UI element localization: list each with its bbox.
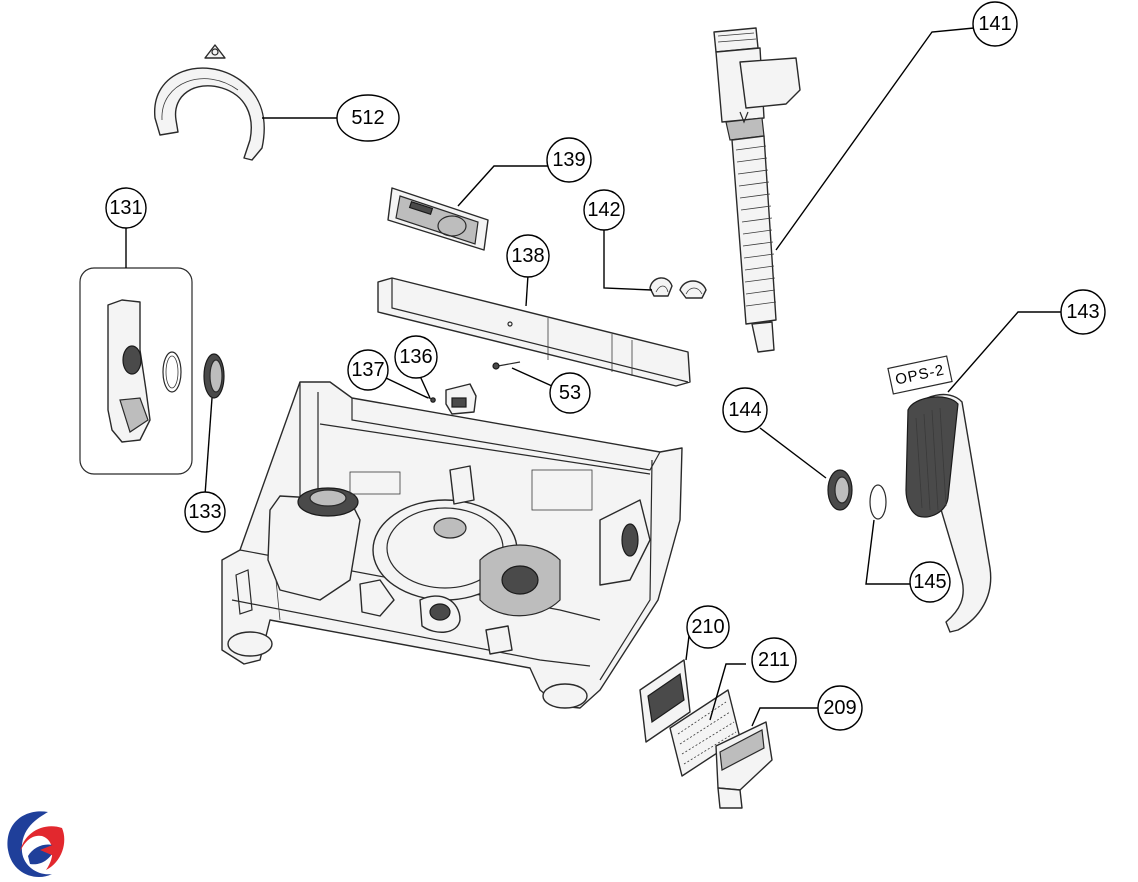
brand-logo	[7, 811, 65, 877]
callout-144: 144	[722, 387, 768, 433]
callout-53: 53	[549, 372, 591, 414]
part-133-seal	[203, 353, 225, 399]
callout-139-label: 139	[552, 149, 585, 171]
callout-133: 133	[184, 491, 226, 533]
callout-144-label: 144	[728, 399, 761, 421]
part-139-plate	[387, 187, 489, 251]
part-131-group	[79, 267, 193, 475]
part-53-screw	[492, 361, 521, 370]
callout-53-label: 53	[559, 382, 581, 404]
part-141-hose	[713, 27, 801, 353]
callout-131: 131	[105, 187, 147, 229]
callout-211: 211	[751, 637, 797, 683]
callout-142-label: 142	[587, 199, 620, 221]
part-143-panel: OPS-2	[887, 355, 992, 633]
callout-137: 137	[347, 349, 389, 391]
part-138-rail	[377, 277, 691, 387]
callout-138-label: 138	[511, 245, 544, 267]
callout-210-label: 210	[691, 616, 724, 638]
part-145-ring	[869, 484, 887, 520]
callout-137-label: 137	[351, 359, 384, 381]
callout-138: 138	[506, 234, 550, 278]
callout-211-label: 211	[758, 649, 790, 671]
callout-512-label: 512	[351, 107, 384, 129]
base-assembly	[221, 381, 683, 709]
callout-143-label: 143	[1066, 301, 1099, 323]
part-209-module	[715, 721, 773, 809]
leader-lines	[125, 27, 1062, 727]
callout-512: 512	[336, 94, 400, 142]
callout-133-label: 133	[188, 501, 221, 523]
part-144-seal	[827, 469, 853, 511]
callout-141: 141	[972, 1, 1018, 47]
callout-139: 139	[546, 137, 592, 183]
callout-131-label: 131	[109, 197, 142, 219]
callout-209: 209	[817, 685, 863, 731]
callout-210: 210	[686, 605, 730, 649]
callout-142: 142	[583, 189, 625, 231]
callout-143: 143	[1060, 289, 1106, 335]
part-210-bracket	[639, 659, 691, 743]
part-136-bracket	[445, 383, 477, 415]
callout-145: 145	[909, 561, 951, 603]
callout-136: 136	[394, 335, 438, 379]
callout-136-label: 136	[399, 346, 432, 368]
part-142-clips	[649, 277, 707, 299]
part-512-bracket	[154, 44, 265, 161]
callout-141-label: 141	[978, 13, 1011, 35]
part-tag-frame	[887, 355, 953, 395]
callout-145-label: 145	[913, 571, 946, 593]
callout-209-label: 209	[823, 697, 856, 719]
